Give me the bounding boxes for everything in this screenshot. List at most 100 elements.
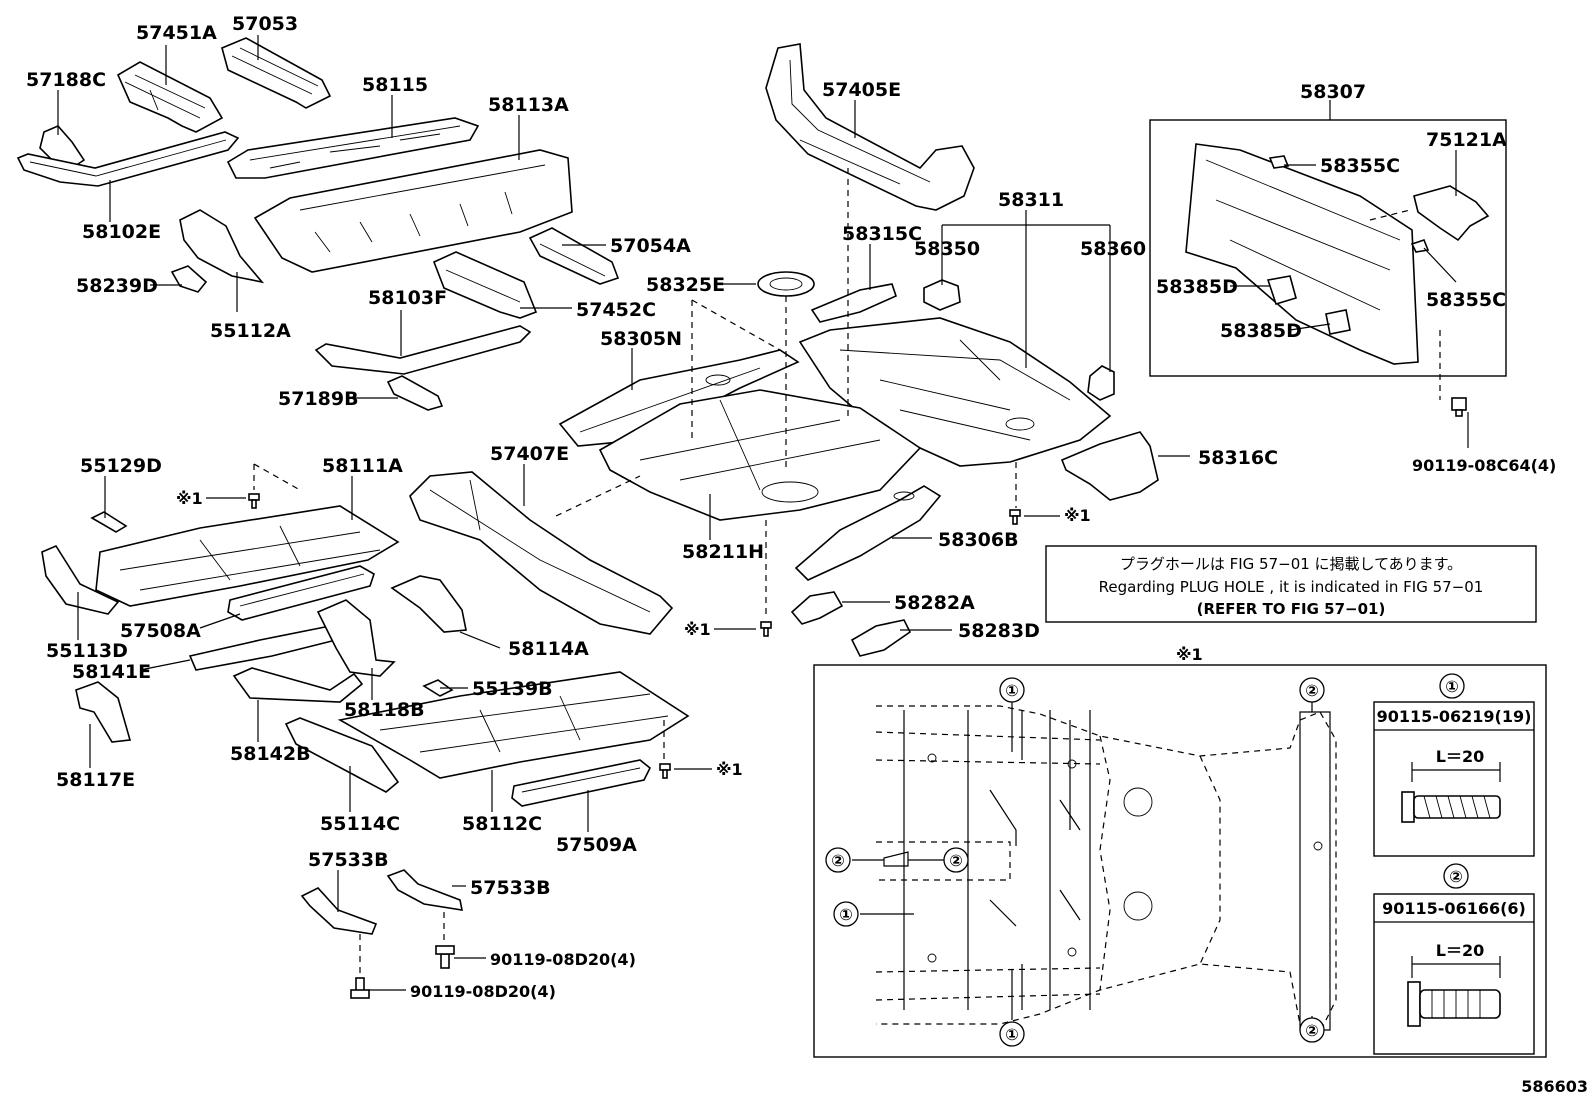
part-57452C [432,251,538,319]
part-58103F [314,325,532,375]
part-55114C [284,717,400,793]
part-58111A [95,505,400,607]
label-57533B-b: 57533B [470,877,551,899]
part-57508A [227,565,375,621]
label-55114C: 55114C [320,813,400,835]
part-58355C-b [1410,239,1430,253]
part-58315C [810,283,897,323]
inset-floor-plan [852,702,1337,1033]
part-58102E [16,131,240,187]
label-58114A: 58114A [508,638,589,660]
label-55113D: 55113D [46,640,128,662]
part-58142B [232,667,364,703]
label-58113A: 58113A [488,94,569,116]
bolt-icon-ref-c [1009,509,1021,525]
callout-1-bottom: ① [1005,1025,1019,1044]
callout-1-top: ① [1005,681,1019,700]
bolt-icon-90119-08C64 [1451,397,1467,417]
part-55139B [422,679,454,697]
note-line-refer: (REFER TO FIG 57−01) [1197,600,1386,618]
part-58211H [598,389,922,521]
part-58112C [337,671,690,779]
part-58316C [1060,431,1159,501]
part-57189B [386,375,444,411]
bolt-2-callout: ② [1449,867,1463,886]
label-58385D-a: 58385D [1156,276,1238,298]
label-58311: 58311 [998,189,1064,211]
bolt-icon-ref-a [248,493,260,509]
inset-callouts: ① ① ① ② ② ② ② [825,677,1325,1047]
part-58325E [757,271,815,297]
ref-marks: ※1 ※1 ※1 ※1 [176,489,1091,779]
callout-2-bottom: ② [1305,1021,1319,1040]
part-58114A [390,575,467,633]
label-58316C: 58316C [1198,447,1278,469]
note-line-en: Regarding PLUG HOLE , it is indicated in… [1099,578,1484,596]
inset-frame [813,664,1547,1058]
screw-icon-2 [1407,981,1501,1027]
part-58118B [316,599,396,677]
part-57405E [765,43,975,211]
label-58103F: 58103F [368,287,447,309]
part-58283D [850,619,912,657]
label-58307: 58307 [1300,81,1366,103]
part-55112A [179,209,265,284]
label-58102E: 58102E [82,221,161,243]
label-58385D-b: 58385D [1220,320,1302,342]
label-58111A: 58111A [322,455,403,477]
ref-mark-c: ※1 [1064,506,1091,525]
part-57451A [116,61,224,133]
callout-1-left: ① [839,905,853,924]
label-58118B: 58118B [344,699,425,721]
ref-mark-d: ※1 [716,760,743,779]
dashed-guides [253,168,1441,978]
part-58117E [75,681,132,743]
bolt-1-callout: ① [1445,677,1459,696]
part-labels: 57451A 57053 57188C 58115 58113A 58102E … [26,13,1556,1001]
bolt-icon-90119-08D20-a [435,945,455,969]
label-58355C-a: 58355C [1320,155,1400,177]
label-57053: 57053 [232,13,298,35]
part-58355C-a [1268,155,1290,169]
part-57509A [511,759,652,807]
figure-code: 586603 [1521,1077,1588,1096]
part-58360 [1087,365,1115,401]
label-90119-08D20-b: 90119-08D20(4) [410,982,556,1001]
part-58306B [794,485,942,581]
part-58115 [226,117,480,179]
label-57452C: 57452C [576,299,656,321]
label-58141E: 58141E [72,661,151,683]
inset-title: ※1 [1176,645,1203,664]
part-55113D [41,544,120,615]
callout-2-top: ② [1305,681,1319,700]
note-box: プラグホールは FIG 57−01 に掲載してあります。 Regarding P… [1045,545,1537,623]
part-58239D [170,265,208,293]
part-57533B-a [300,887,378,935]
label-58239D: 58239D [76,275,158,297]
bolt-detail-2: ② 90115-06166(6) L＝20 [1373,863,1535,1055]
ref-mark-a: ※1 [176,489,203,508]
group-frame-58307 [1149,119,1507,377]
label-90119-08D20-a: 90119-08D20(4) [490,950,636,969]
label-57405E: 57405E [822,79,901,101]
part-57054A [528,227,620,285]
bolt-icon-ref-b [760,621,772,637]
label-75121A: 75121A [1426,129,1507,151]
label-58305N: 58305N [600,328,682,350]
bolt-1-length: L＝20 [1436,747,1484,766]
part-58307-panel [1185,143,1419,365]
bolt-icon-ref-d [659,763,671,779]
part-75121A [1413,185,1490,242]
part-55129D [90,511,128,533]
label-57188C: 57188C [26,69,106,91]
label-58282A: 58282A [894,592,975,614]
part-57053 [221,37,332,109]
label-55129D: 55129D [80,455,162,477]
label-57189B: 57189B [278,388,359,410]
part-58113A [253,149,573,273]
label-55139B: 55139B [472,678,553,700]
label-58211H: 58211H [682,541,764,563]
label-58315C: 58315C [842,223,922,245]
bolt-2-part-no: 90115-06166(6) [1382,899,1526,918]
